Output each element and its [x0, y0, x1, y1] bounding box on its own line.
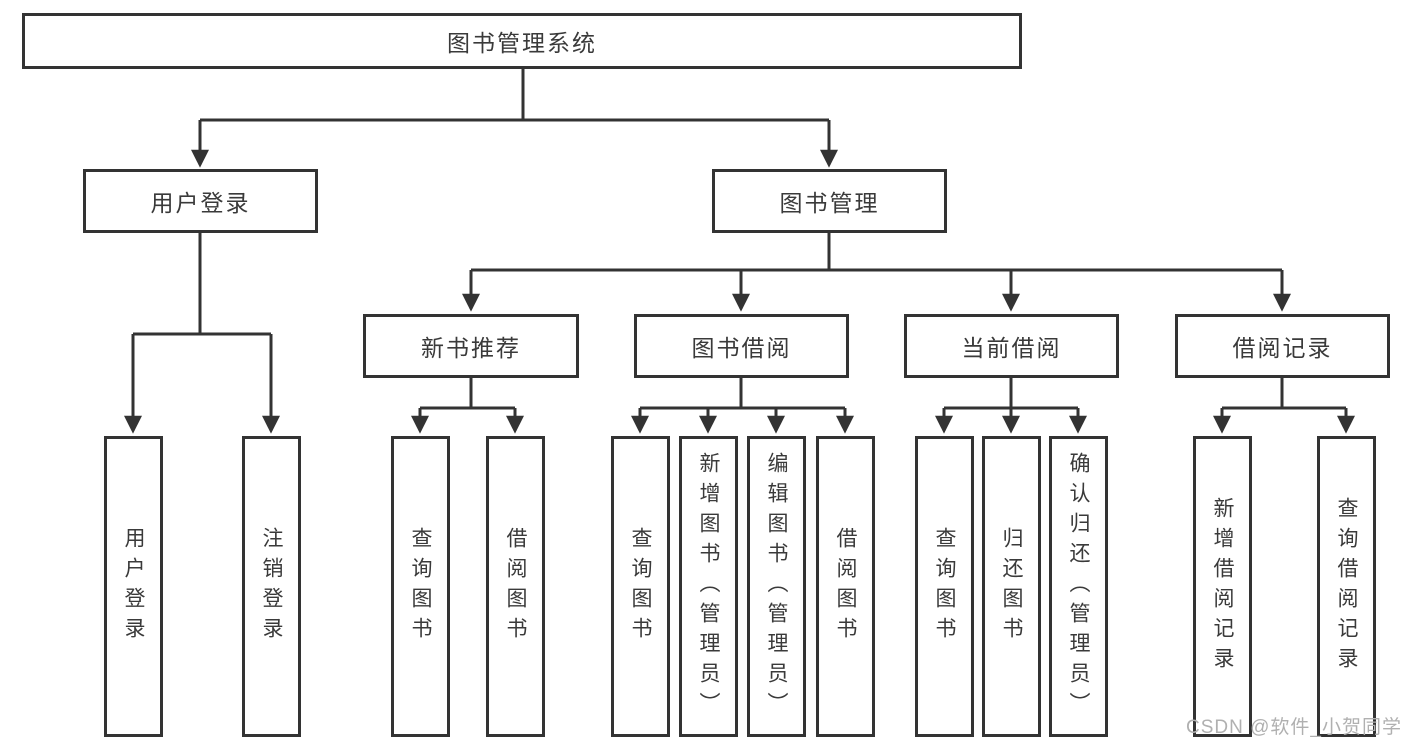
node-root: 图书管理系统 — [22, 13, 1022, 69]
leaf-borrow-add-books-admin-label: 新增图书（管理员） — [697, 451, 720, 722]
leaf-current-query-books: 查询图书 — [915, 436, 974, 737]
leaf-records-add-record-label: 新增借阅记录 — [1211, 496, 1234, 677]
leaf-current-confirm-return-admin-label: 确认归还（管理员） — [1067, 451, 1090, 722]
leaf-logout-login-label: 注销登录 — [260, 526, 283, 647]
leaf-borrow-query-books: 查询图书 — [611, 436, 670, 737]
node-book-borrowing-label: 图书借阅 — [691, 335, 792, 361]
node-current-borrowing-label: 当前借阅 — [961, 335, 1062, 361]
node-borrowing-records: 借阅记录 — [1175, 314, 1390, 378]
leaf-current-return-books: 归还图书 — [982, 436, 1041, 737]
leaf-current-confirm-return-admin: 确认归还（管理员） — [1049, 436, 1108, 737]
node-new-book-recommend: 新书推荐 — [363, 314, 579, 378]
leaf-records-query-record-label: 查询借阅记录 — [1335, 496, 1358, 677]
node-current-borrowing: 当前借阅 — [904, 314, 1119, 378]
leaf-borrow-borrow-books: 借阅图书 — [816, 436, 875, 737]
node-book-management-label: 图书管理 — [779, 190, 880, 216]
leaf-borrow-edit-books-admin: 编辑图书（管理员） — [747, 436, 806, 737]
leaf-recommend-borrow-books: 借阅图书 — [486, 436, 545, 737]
node-borrowing-records-label: 借阅记录 — [1232, 335, 1333, 361]
leaf-recommend-borrow-books-label: 借阅图书 — [504, 526, 527, 647]
node-book-management: 图书管理 — [712, 169, 947, 233]
node-user-login-label: 用户登录 — [150, 190, 251, 216]
watermark: CSDN @软件_小贺同学 — [1186, 717, 1402, 738]
leaf-user-login: 用户登录 — [104, 436, 163, 737]
node-user-login: 用户登录 — [83, 169, 318, 233]
leaf-borrow-add-books-admin: 新增图书（管理员） — [679, 436, 738, 737]
leaf-logout-login: 注销登录 — [242, 436, 301, 737]
leaf-user-login-label: 用户登录 — [122, 526, 145, 647]
leaf-borrow-query-books-label: 查询图书 — [629, 526, 652, 647]
leaf-recommend-query-books-label: 查询图书 — [409, 526, 432, 647]
leaf-recommend-query-books: 查询图书 — [391, 436, 450, 737]
leaf-borrow-edit-books-admin-label: 编辑图书（管理员） — [765, 451, 788, 722]
node-root-label: 图书管理系统 — [447, 30, 597, 56]
leaf-records-add-record: 新增借阅记录 — [1193, 436, 1252, 737]
leaf-borrow-borrow-books-label: 借阅图书 — [834, 526, 857, 647]
leaf-records-query-record: 查询借阅记录 — [1317, 436, 1376, 737]
leaf-current-return-books-label: 归还图书 — [1000, 526, 1023, 647]
leaf-current-query-books-label: 查询图书 — [933, 526, 956, 647]
node-new-book-recommend-label: 新书推荐 — [421, 335, 521, 361]
node-book-borrowing: 图书借阅 — [634, 314, 849, 378]
